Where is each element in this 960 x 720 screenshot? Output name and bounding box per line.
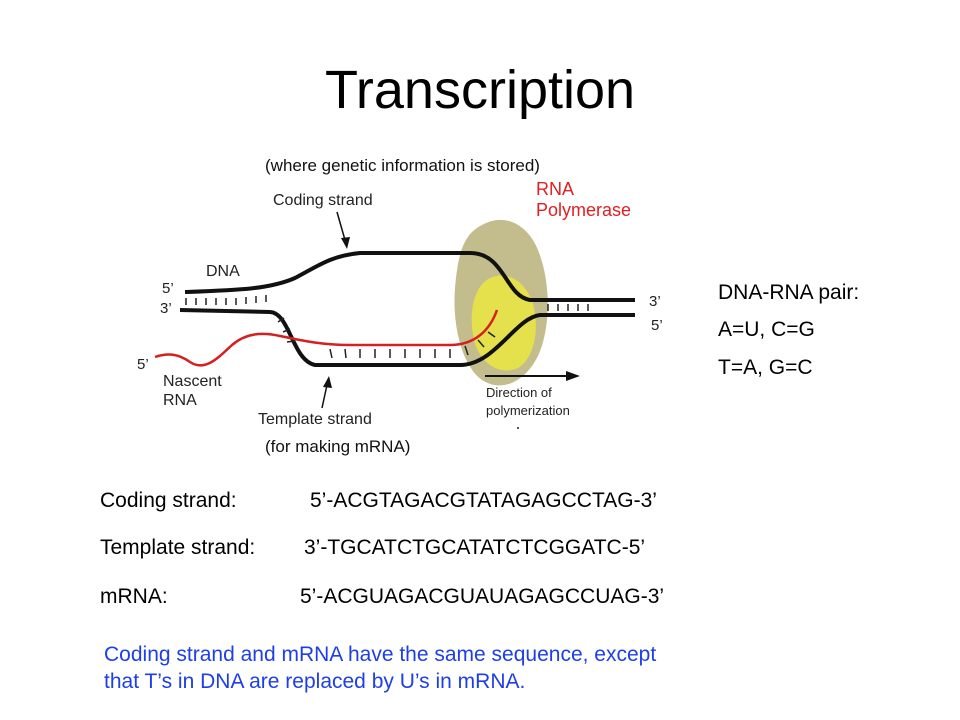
- coding-strand-label: Coding strand: [273, 192, 373, 209]
- five-prime-rna-label: 5’: [137, 356, 149, 373]
- sequence-label-mrna: mRNA:: [100, 585, 168, 609]
- nascent-rna-label-line2: RNA: [163, 392, 197, 409]
- pairing-rule-1: A=U, C=G: [718, 318, 815, 342]
- rna-polymerase-label: RNA: [536, 179, 574, 199]
- direction-label-line2: polymerization: [486, 403, 570, 418]
- speck-mark: [517, 427, 519, 429]
- sequence-value-mrna: 5’-ACGUAGACGUAUAGAGCCUAG-3’: [300, 585, 664, 609]
- summary-note-line-1: Coding strand and mRNA have the same seq…: [104, 641, 844, 668]
- pairing-heading: DNA-RNA pair:: [718, 281, 859, 305]
- five-prime-top-left: 5’: [162, 280, 174, 297]
- dna-label: DNA: [206, 263, 240, 280]
- three-prime-top-left: 3’: [160, 300, 172, 317]
- summary-note-line-2: that T’s in DNA are replaced by U’s in m…: [104, 668, 844, 695]
- base-pair-ticks-left: [186, 295, 266, 305]
- three-prime-right-label: 3’: [649, 293, 661, 310]
- base-pair-ticks-right: [548, 304, 588, 311]
- sequence-label-template: Template strand:: [100, 536, 255, 560]
- direction-label: Direction of: [486, 385, 552, 400]
- template-strand-line: [180, 310, 635, 365]
- nascent-rna-line: [155, 310, 497, 365]
- sequence-label-coding: Coding strand:: [100, 489, 237, 513]
- template-strand-arrow: [322, 376, 332, 408]
- template-strand-label: Template strand: [258, 411, 372, 428]
- pairing-rule-2: T=A, G=C: [718, 356, 813, 380]
- five-prime-right-label: 5’: [651, 317, 663, 334]
- coding-strand-line: [185, 253, 635, 300]
- summary-note: Coding strand and mRNA have the same seq…: [104, 641, 844, 695]
- coding-strand-arrow: [337, 212, 350, 249]
- nascent-rna-label: Nascent: [163, 373, 222, 390]
- rna-polymerase-label-line2: Polymerase: [536, 200, 631, 220]
- sequence-value-template: 3’-TGCATCTGCATATCTCGGATC-5’: [304, 536, 645, 560]
- sequence-value-coding: 5’-ACGTAGACGTATAGAGCCTAG-3’: [310, 489, 657, 513]
